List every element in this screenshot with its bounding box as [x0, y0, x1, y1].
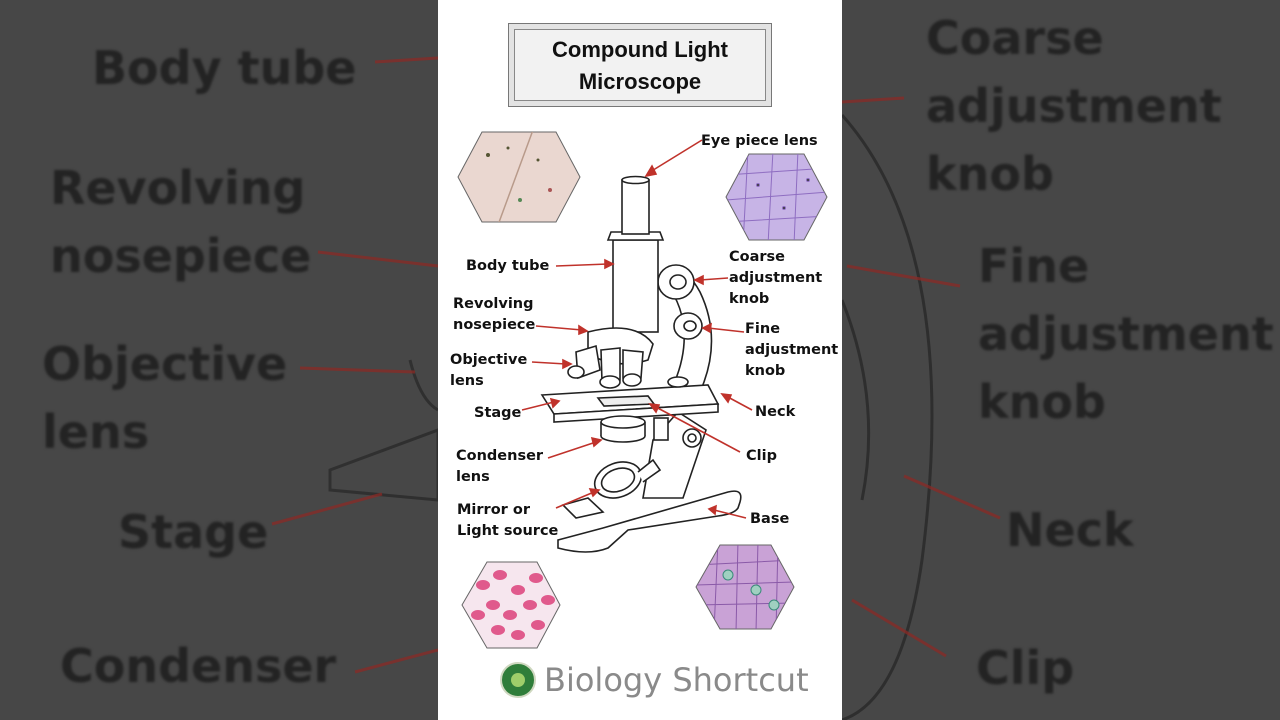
micrograph-bottom-right: [695, 544, 795, 630]
label-stage: Stage: [474, 405, 522, 421]
label-base: Base: [750, 511, 790, 527]
bg-label-clip: Clip: [976, 641, 1075, 695]
bg-label-objective: Objective lens: [42, 337, 288, 459]
diagram-panel: Compound Light Microscope: [438, 0, 842, 720]
microscope-diagram: [457, 131, 828, 649]
bg-right-drawing: [842, 96, 1001, 720]
bg-label-coarse: Coarse adjustment knob: [926, 11, 1222, 201]
brand-logo-icon: [500, 662, 536, 698]
pointer-arrows: [521, 139, 753, 519]
label-objective: Objective lens: [450, 352, 528, 389]
background-right: Coarse adjustment knob Fine adjustment k…: [842, 0, 1280, 720]
label-fine: Fine adjustment knob: [745, 321, 839, 379]
label-mirror: Mirror or Light source: [457, 502, 559, 539]
brand-name: Biology Shortcut: [544, 661, 809, 699]
micrograph-top-left: [457, 131, 581, 223]
bg-left-drawing: [271, 56, 438, 674]
diagram-title: Compound Light Microscope: [552, 37, 728, 94]
brand: Biology Shortcut: [500, 660, 809, 700]
bg-label-fine: Fine adjustment knob: [978, 239, 1274, 429]
label-neck: Neck: [755, 404, 796, 420]
label-clip: Clip: [746, 448, 777, 464]
background-left: Body tube Revolving nosepiece Objective …: [0, 0, 438, 720]
micrograph-top-right: [725, 153, 828, 241]
microscope-drawing: [540, 175, 742, 553]
title-box: Compound Light Microscope: [508, 23, 772, 107]
bg-label-condenser: Condenser: [60, 639, 337, 693]
bg-label-body-tube: Body tube: [92, 41, 357, 95]
label-coarse: Coarse adjustment knob: [729, 249, 823, 307]
micrograph-bottom-left: [461, 561, 561, 649]
bg-label-neck: Neck: [1006, 503, 1134, 557]
label-revolving: Revolving nosepiece: [453, 296, 536, 333]
bg-label-stage: Stage: [118, 505, 269, 559]
bg-label-revolving: Revolving nosepiece: [50, 161, 312, 283]
label-body-tube: Body tube: [466, 258, 550, 274]
label-condenser: Condenser lens: [456, 448, 544, 485]
label-eyepiece: Eye piece lens: [701, 133, 818, 149]
